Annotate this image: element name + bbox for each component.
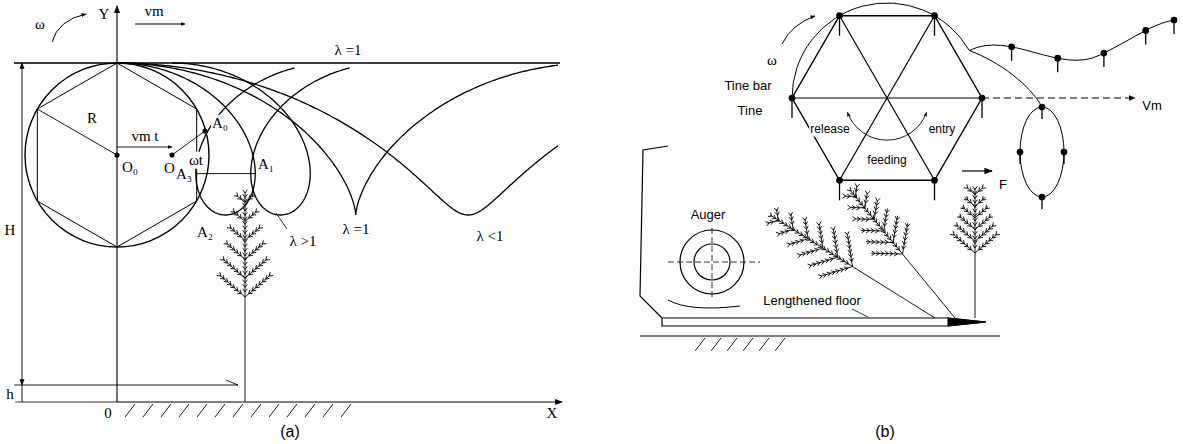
part-name: Lengthened floor — [762, 294, 862, 308]
velocity-symbol: Vm — [1141, 99, 1163, 113]
reel-spoke — [840, 16, 888, 98]
tine — [1103, 53, 1104, 67]
hatch-lines — [125, 404, 351, 417]
tine-trajectory — [792, 3, 969, 98]
displacement-label: vm t — [130, 128, 159, 145]
tine — [1011, 47, 1012, 61]
tine — [839, 180, 840, 200]
reel-hexagon — [792, 16, 982, 181]
phase-arc — [848, 112, 927, 140]
reel-spoke — [887, 97, 982, 98]
tine — [1057, 58, 1058, 72]
part-name: Auger — [690, 208, 727, 222]
ground-line — [640, 335, 1000, 336]
tine — [1041, 107, 1042, 119]
tine — [981, 98, 982, 118]
trochoid-curve — [117, 63, 295, 215]
tine-trajectory — [969, 20, 1174, 60]
rotation-arrow — [52, 14, 86, 42]
point-label: A₁ — [257, 156, 275, 173]
displacement-arrow — [117, 147, 172, 148]
dimension-label: H — [4, 222, 17, 239]
velocity-arrow — [135, 24, 185, 25]
point-label: A₀ — [211, 115, 229, 132]
point-label: O₀ — [121, 159, 139, 176]
rotation-symbol: ω — [766, 52, 778, 69]
velocity-symbol: vm — [143, 3, 164, 20]
dimension-label: h — [5, 386, 15, 403]
top-line — [14, 62, 560, 63]
plant — [950, 184, 1000, 318]
leader-line — [852, 309, 868, 317]
tine — [791, 98, 792, 118]
reel-spoke — [887, 16, 935, 98]
ratio-label: λ =1 — [342, 221, 371, 238]
trochoid-curve — [117, 63, 558, 215]
part-name: Tine bar — [723, 79, 772, 93]
force-label: F — [998, 178, 1008, 192]
dimension-line — [22, 385, 23, 402]
center-line — [712, 228, 713, 298]
tine — [934, 16, 935, 36]
lengthened-floor — [662, 318, 986, 326]
cutter-tip — [948, 318, 986, 326]
tine-loop — [1020, 107, 1064, 197]
center-point — [115, 153, 119, 157]
reel-spoke — [792, 97, 887, 98]
phase-label: release — [809, 123, 850, 136]
tine — [1041, 197, 1042, 209]
ratio-label: λ <1 — [476, 228, 505, 245]
reel-spokes — [792, 16, 982, 181]
travel-line — [982, 98, 1135, 99]
panel-caption: (b) — [874, 423, 896, 441]
y-axis — [116, 6, 117, 402]
tines — [789, 13, 1177, 209]
radius-line — [37, 109, 117, 155]
ground-hatch — [125, 404, 351, 417]
radius-label: R — [86, 110, 98, 127]
trochoid-curves — [117, 63, 558, 215]
tine — [839, 16, 840, 36]
force-arrow — [962, 170, 992, 171]
loop-chord — [196, 173, 255, 174]
header-outline — [640, 146, 668, 318]
tine — [1173, 20, 1174, 34]
dimension-line — [22, 63, 23, 385]
panel-a — [14, 6, 819, 417]
axis-label: X — [546, 405, 559, 422]
auger-trough — [668, 300, 740, 308]
cutting-height-line — [14, 380, 238, 385]
extension-line — [14, 402, 117, 403]
ratio-label: λ >1 — [289, 233, 318, 250]
tine — [1063, 152, 1064, 164]
hatch-lines — [695, 338, 785, 351]
reel-hexagon — [37, 63, 196, 247]
trochoid-curve — [117, 63, 558, 215]
point-label: A₂ — [196, 224, 214, 241]
panel-caption: (a) — [279, 423, 301, 441]
tine — [934, 180, 935, 200]
origin-label: 0 — [103, 405, 113, 422]
panel-b — [640, 3, 1177, 351]
tine-trajectory — [969, 51, 1042, 108]
phase-label: feeding — [866, 154, 907, 167]
point-label: A₃ — [175, 166, 193, 183]
phase-label: entry — [928, 123, 957, 136]
plant — [217, 190, 273, 402]
axis-label: Y — [98, 6, 111, 23]
reel-circle — [25, 63, 209, 247]
ratio-label: λ =1 — [334, 42, 363, 59]
rotation-symbol: ω — [34, 16, 46, 33]
rotation-arrow — [782, 16, 815, 44]
ground-hatch — [695, 338, 785, 351]
center-point — [170, 153, 174, 157]
center-line — [668, 262, 760, 263]
tine — [1019, 152, 1020, 164]
x-axis — [117, 401, 562, 402]
part-name: Tine — [737, 104, 764, 118]
plant — [217, 190, 273, 402]
tine — [1145, 30, 1146, 44]
